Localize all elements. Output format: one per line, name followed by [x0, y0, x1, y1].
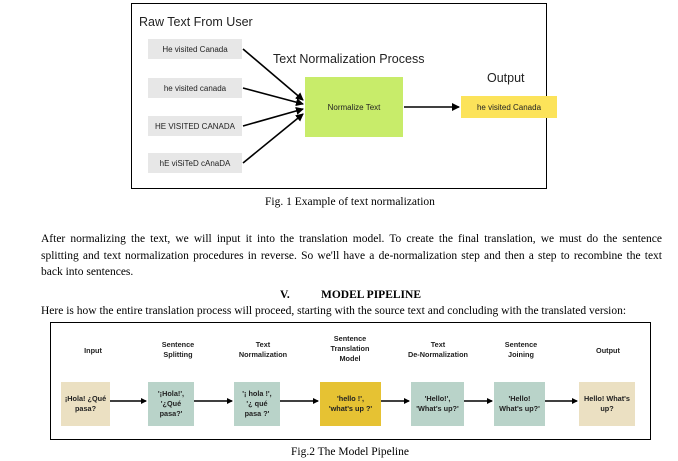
- box-line: 'Hello!',: [424, 394, 451, 403]
- header-line: Translation: [330, 344, 370, 353]
- output-title: Output: [487, 71, 525, 85]
- box-line: 'What's up?': [416, 404, 459, 413]
- section-number: V.: [280, 289, 290, 301]
- step-header-output: Output: [571, 346, 645, 356]
- box-line: '¡ hola !',: [242, 389, 272, 398]
- raw-text-title: Raw Text From User: [139, 15, 253, 29]
- box-line: 'hello !',: [337, 394, 364, 403]
- paragraph-line: splitting and text normalization procedu…: [41, 249, 662, 262]
- step-header-input: Input: [56, 346, 130, 356]
- header-line: Splitting: [163, 350, 193, 359]
- header-line: De-Normalization: [407, 350, 468, 359]
- header-line: Input: [84, 346, 102, 355]
- box-line: up?: [600, 404, 614, 413]
- joining-box: 'Hello!What's up?': [494, 382, 545, 426]
- box-line: '¡Hola!',: [157, 389, 185, 398]
- header-line: Normalization: [238, 350, 288, 359]
- paragraph-line: After normalizing the text, we will inpu…: [41, 233, 662, 245]
- paragraph-line: back into sentences.: [41, 266, 134, 279]
- header-line: Sentence: [161, 340, 195, 349]
- output-box: he visited Canada: [461, 96, 557, 118]
- header-line: Text: [430, 340, 446, 349]
- header-line: Sentence: [333, 334, 367, 343]
- box-line: pasa?': [159, 409, 183, 418]
- translation-model-box: 'hello !','what's up ?': [320, 382, 381, 426]
- intro-sentence: Here is how the entire translation proce…: [41, 305, 627, 317]
- figure-1-caption: Fig. 1 Example of text normalization: [265, 196, 435, 208]
- header-line: Text: [255, 340, 271, 349]
- box-line: 'Hello!: [508, 394, 531, 403]
- header-line: Sentence: [504, 340, 538, 349]
- figure-2-caption: Fig.2 The Model Pipeline: [291, 446, 409, 458]
- input-box-3: HE VISITED CANADA: [148, 116, 242, 136]
- box-line: 'what's up ?': [328, 404, 373, 413]
- figure-1-arrows: [242, 48, 460, 164]
- input-box-2: he visited canada: [148, 78, 242, 98]
- input-box-1: He visited Canada: [148, 39, 242, 59]
- body-paragraph: After normalizing the text, we will inpu…: [41, 231, 662, 281]
- figure-1: Raw Text From User Text Normalization Pr…: [131, 3, 557, 189]
- normalize-text-box: Normalize Text: [305, 77, 403, 137]
- box-line: ¡Hola! ¿Qué: [64, 394, 107, 403]
- box-line: '¿Qué: [160, 399, 182, 408]
- box-line: What's up?': [499, 404, 540, 413]
- box-line: '¿ qué: [246, 399, 268, 408]
- header-line: Model: [339, 354, 361, 363]
- box-line: Hello! What's: [584, 394, 630, 403]
- box-line: pasa ?': [244, 409, 270, 418]
- input-box-4: hE viSiTeD cAnaDA: [148, 153, 242, 173]
- header-line: Output: [596, 346, 620, 355]
- denormalization-box: 'Hello!','What's up?': [411, 382, 464, 426]
- box-line: pasa?: [74, 404, 97, 413]
- section-title: MODEL PIPELINE: [321, 289, 422, 301]
- process-title: Text Normalization Process: [273, 52, 425, 66]
- header-line: Joining: [508, 350, 534, 359]
- figure-2-arrows: [110, 398, 578, 404]
